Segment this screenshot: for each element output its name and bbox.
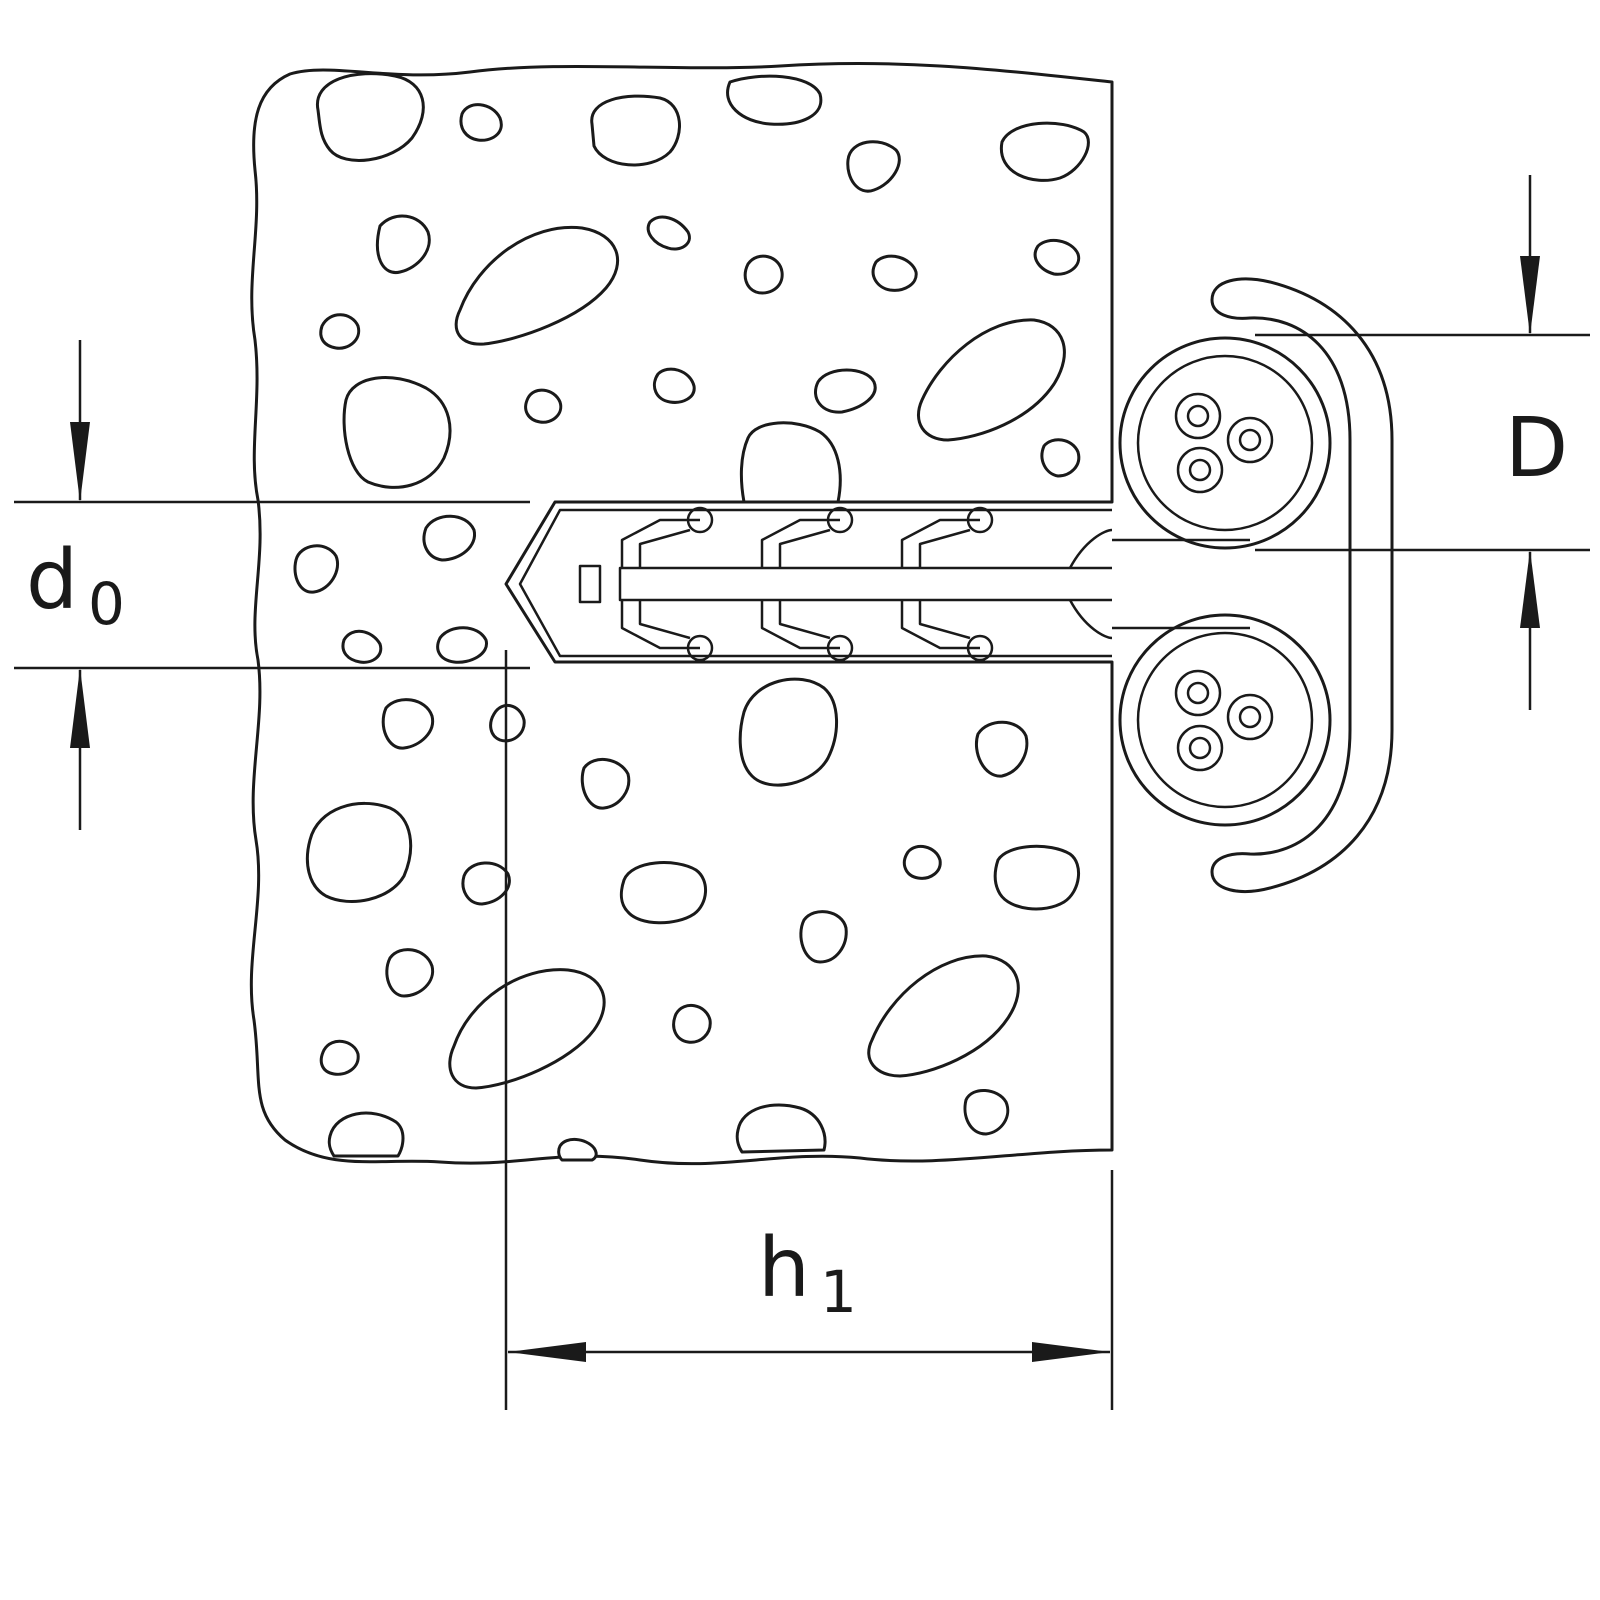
arrow-down (70, 422, 90, 502)
cable-clip (1112, 277, 1394, 893)
stone (422, 514, 477, 562)
stone (871, 254, 918, 292)
concrete-block (249, 61, 1114, 1166)
stone (305, 801, 413, 904)
stone (341, 629, 383, 664)
stone (1033, 238, 1081, 276)
stone (448, 968, 606, 1090)
stone (653, 367, 696, 404)
stone (1040, 438, 1081, 478)
stone (814, 368, 877, 414)
stone (799, 910, 848, 964)
stone (459, 103, 503, 142)
dimension-D: D (1255, 175, 1590, 710)
cable-top (1118, 336, 1332, 550)
stone (867, 954, 1020, 1078)
stone (963, 1089, 1010, 1136)
arrow-down (1520, 256, 1540, 335)
label-h1-subscript: 1 (820, 1258, 857, 1326)
plug-teeth (620, 506, 1113, 662)
stone (738, 677, 839, 787)
stone (524, 388, 563, 424)
stone (319, 313, 361, 350)
stone (557, 1138, 598, 1162)
stone (454, 225, 620, 346)
stone (489, 704, 526, 743)
stone (461, 861, 511, 906)
label-d0: d (26, 533, 78, 628)
arrow-up (70, 668, 90, 748)
dimension-h1: h 1 (504, 650, 1114, 1410)
plug-dowel (518, 506, 1113, 662)
stone (739, 421, 842, 504)
stone (316, 72, 425, 162)
stone (580, 758, 631, 810)
cable-bottom (1118, 613, 1332, 827)
aggregate-stones (293, 72, 1090, 1162)
stone (846, 140, 901, 193)
stone (381, 698, 435, 750)
stone (743, 254, 784, 295)
stone (726, 74, 823, 126)
stone (646, 215, 691, 251)
arrow-up (1520, 550, 1540, 628)
stone (999, 121, 1090, 182)
stone (975, 720, 1029, 778)
stone (619, 861, 707, 925)
stone (993, 844, 1081, 911)
stone (327, 1111, 405, 1158)
dimension-d0: d 0 (14, 340, 530, 830)
stone (735, 1103, 827, 1154)
stone (590, 94, 681, 167)
stone (902, 844, 942, 880)
stone (916, 318, 1066, 442)
stone (436, 626, 488, 664)
stone (293, 544, 339, 594)
label-h1: h (758, 1221, 810, 1316)
arrow-right (1032, 1342, 1110, 1362)
stone (319, 1039, 360, 1076)
label-d0-subscript: 0 (88, 570, 125, 638)
label-D: D (1505, 401, 1568, 496)
stone (375, 214, 431, 275)
stone (342, 376, 452, 489)
stone (672, 1004, 712, 1044)
stone (385, 948, 435, 998)
arrow-left (508, 1342, 586, 1362)
